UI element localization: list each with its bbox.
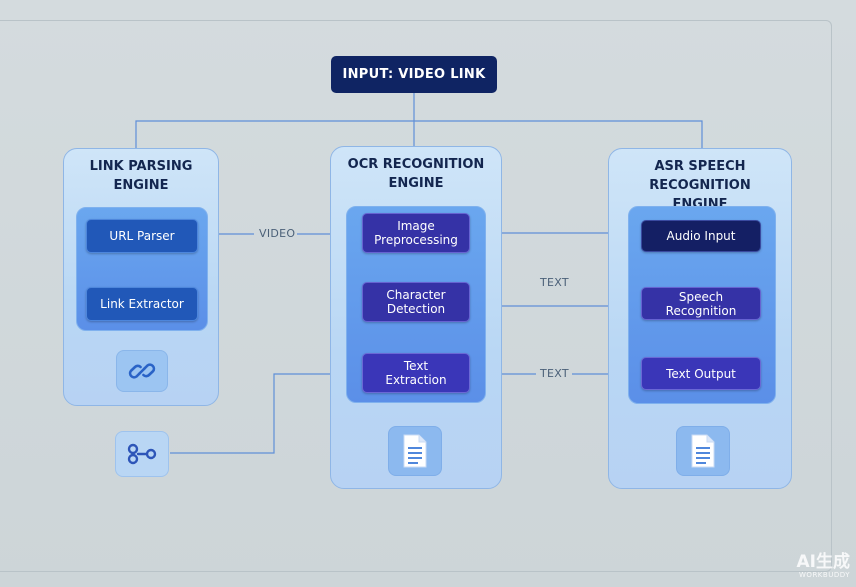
video-edge-label: VIDEO <box>259 227 296 240</box>
asr-output-icon-tile <box>676 426 730 476</box>
link-extractor-label: Link Extractor <box>100 297 184 311</box>
link-engine-title-line2: ENGINE <box>113 178 169 193</box>
text-extraction-line2: Extraction <box>385 373 447 387</box>
character-detection-line1: Character <box>386 288 446 302</box>
image-preprocessing-node[interactable]: Image Preprocessing <box>362 213 470 253</box>
ocr-output-icon-tile <box>388 426 442 476</box>
audio-input-node[interactable]: Audio Input <box>641 220 761 252</box>
watermark-line1: AI生成 <box>796 552 850 572</box>
text-output-label: Text Output <box>666 366 736 381</box>
external-link-icon-tile[interactable] <box>115 431 169 477</box>
text-edge-label-low: TEXT <box>540 367 569 380</box>
text-extraction-node[interactable]: Text Extraction <box>362 353 470 393</box>
watermark: AI生成 WORKBUDDY <box>797 553 850 579</box>
link-engine-icon-tile <box>116 350 168 392</box>
ocr-engine-title-line1: OCR RECOGNITION <box>347 157 485 172</box>
text-edge-label-mid: TEXT <box>540 276 569 289</box>
canvas-border <box>0 20 832 572</box>
ocr-engine-title-line2: ENGINE <box>388 176 444 191</box>
link-engine-title-line1: LINK PARSING <box>89 159 193 174</box>
character-detection-line2: Detection <box>386 302 446 316</box>
document-icon <box>691 434 715 468</box>
link-engine-title: LINK PARSING ENGINE <box>64 157 218 195</box>
ocr-engine-title: OCR RECOGNITION ENGINE <box>331 155 501 193</box>
speech-recognition-node[interactable]: Speech Recognition <box>641 287 761 320</box>
text-output-node[interactable]: Text Output <box>641 357 761 390</box>
url-parser-label: URL Parser <box>109 229 175 243</box>
chain-link-icon <box>127 443 157 465</box>
asr-engine-title-line1: ASR SPEECH RECOGNITION <box>649 159 751 193</box>
url-parser-node[interactable]: URL Parser <box>86 219 198 253</box>
input-video-link-title: INPUT: VIDEO LINK <box>331 56 497 93</box>
image-preprocessing-line1: Image <box>397 219 435 233</box>
character-detection-node[interactable]: Character Detection <box>362 282 470 322</box>
top-bus-line <box>135 120 703 150</box>
external-link-route-line <box>170 373 362 454</box>
watermark-line2: WORKBUDDY <box>799 571 850 579</box>
text-extraction-line1: Text <box>403 359 429 373</box>
audio-input-label: Audio Input <box>666 229 736 243</box>
link-extractor-node[interactable]: Link Extractor <box>86 287 198 321</box>
image-preprocessing-line2: Preprocessing <box>374 233 458 247</box>
document-icon <box>403 434 427 468</box>
link-icon <box>128 363 156 379</box>
speech-recognition-label: Speech Recognition <box>665 289 737 318</box>
